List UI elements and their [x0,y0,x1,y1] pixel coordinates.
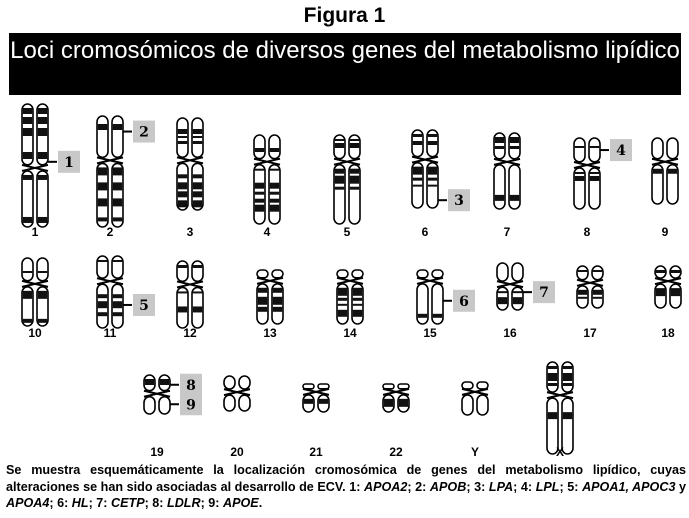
chromosome-label: 22 [389,445,403,458]
chromosome-label: 12 [183,326,197,340]
chromosome-12 [176,260,204,329]
banner-title: Loci cromosómicos de diversos genes del … [9,33,681,95]
chromosome-17 [576,265,604,309]
chromosome-18 [654,265,682,309]
chromosome-19 [143,374,171,415]
chromosome-label: 8 [584,225,591,239]
caption-gene-item: 8: LDLR; [152,496,209,510]
chromosome-label: 20 [230,445,244,458]
chromosome-11 [96,255,124,329]
chromosome-label: 7 [504,225,511,239]
chromosome-label: 16 [503,326,517,340]
locus-number: 5 [139,298,149,314]
chromosome-1 [21,103,49,228]
chromosome-label: 13 [263,326,277,340]
chromosome-X [546,361,574,455]
locus-number: 1 [64,155,74,171]
chromosome-7 [493,132,521,210]
locus-number: 7 [539,285,549,301]
chromosome-Y [461,381,489,416]
chromosome-16 [496,262,524,311]
chromosome-13 [256,269,284,325]
chromosome-8 [573,137,601,210]
locus-marker: 3 [438,189,470,212]
chromosome-label: 10 [28,326,42,340]
chromosome-label: 15 [423,326,437,340]
chromosome-3 [176,117,204,211]
caption-intro: Se muestra esquemáticamente la localizac… [6,463,686,494]
locus-number: 6 [459,294,469,310]
caption-gene-item: 5: APOA1, APOC3 y APOA4; [6,479,687,511]
locus-marker: 7 [523,281,555,304]
locus-number: 4 [616,143,626,159]
caption-gene-item: 3: LPA; [474,479,521,494]
figure-label: Figura 1 [303,4,386,27]
chromosome-label: 21 [309,445,323,458]
chromosome-15 [416,269,444,325]
locus-marker: 4 [600,139,632,162]
chromosome-label: 14 [343,326,357,340]
locus-marker: 1 [48,150,80,173]
chromosome-5 [333,134,361,225]
chromosome-20 [223,375,251,412]
chromosome-10 [21,257,49,327]
locus-marker: 8 [170,373,202,396]
caption-gene-item: 1: APOA2; [349,479,416,494]
locus-marker: 2 [123,120,155,143]
chromosome-21 [302,383,330,413]
chromosome-label: 5 [344,225,351,239]
caption-gene-item: 9: APOE. [208,496,263,510]
chromosome-label: 18 [661,326,675,340]
chromosome-label: 9 [662,225,669,239]
chromosome-label: 6 [422,225,429,239]
locus-number: 9 [186,397,196,413]
chromosome-22 [382,383,410,413]
chromosome-2 [96,115,124,228]
chromosome-label: 3 [187,225,194,239]
caption-gene-item: 6: HL; [57,496,97,510]
caption-gene-item: 4: LPL; [520,479,568,494]
locus-number: 2 [139,125,149,141]
chromosome-label: X [556,445,564,458]
chromosome-label: 4 [264,225,271,239]
locus-marker: 6 [443,289,475,312]
locus-number: 3 [454,193,464,209]
caption-gene-item: 2: APOB; [415,479,475,494]
chromosome-label: Y [471,445,479,458]
locus-marker: 9 [170,393,202,416]
chromosome-4 [253,134,281,225]
locus-number: 8 [186,378,196,394]
chromosome-label: 17 [583,326,597,340]
chromosome-label: 11 [104,326,117,340]
figure-caption: Se muestra esquemáticamente la localizac… [6,462,686,512]
chromosome-9 [651,137,679,205]
caption-gene-item: 7: CETP; [96,496,153,510]
chromosome-label: 1 [32,225,39,239]
chromosome-6 [411,129,439,209]
chromosome-14 [336,269,364,325]
locus-marker: 5 [123,293,155,316]
chromosome-label: 2 [107,225,114,239]
chromosome-label: 19 [150,445,164,458]
